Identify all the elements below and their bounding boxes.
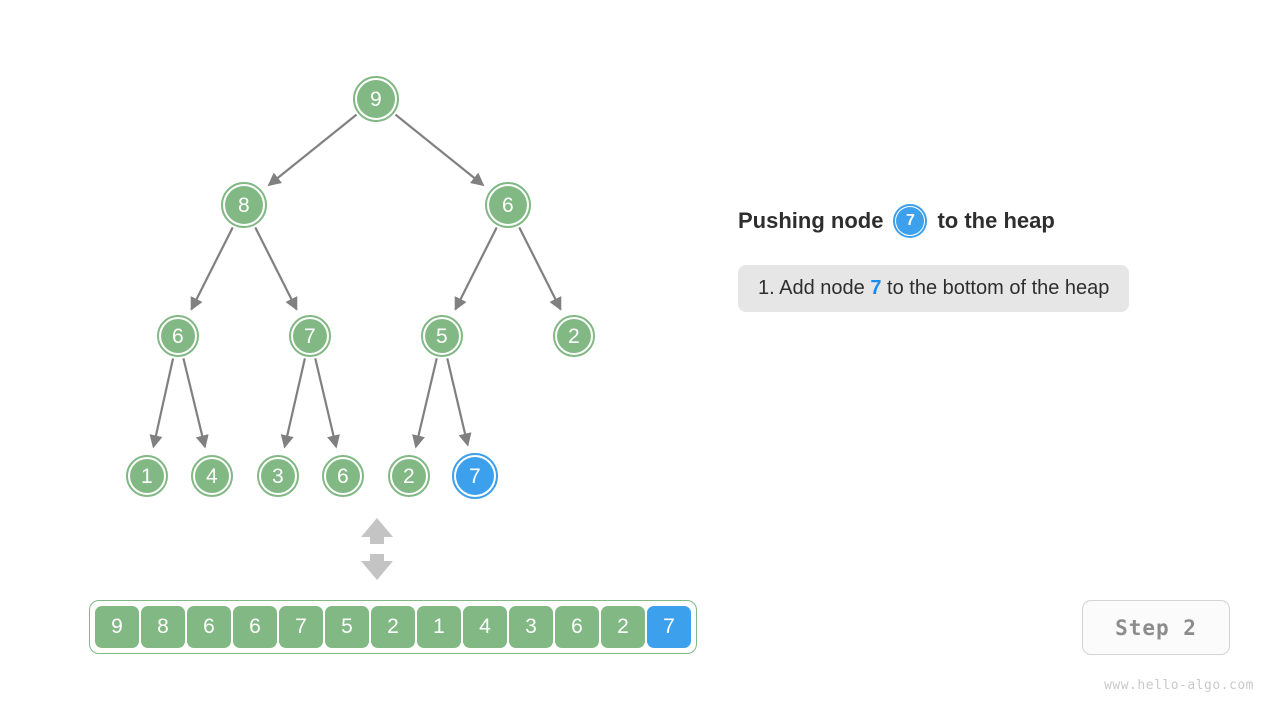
tree-node: 4 xyxy=(191,455,233,497)
tree-node: 1 xyxy=(126,455,168,497)
node-disc xyxy=(261,459,295,493)
node-ring xyxy=(289,315,331,357)
watermark-text: www.hello-algo.com xyxy=(1104,678,1254,693)
node-value: 1 xyxy=(141,464,153,488)
array-cell: 7 xyxy=(279,606,323,648)
node-value: 6 xyxy=(337,464,349,488)
tree-edge xyxy=(314,358,340,449)
node-ring xyxy=(191,455,233,497)
instruction-box: 1. Add node 7 to the bottom of the heap xyxy=(738,265,1130,312)
node-value: 8 xyxy=(238,193,250,217)
node-ring xyxy=(157,315,199,357)
node-value: 7 xyxy=(304,324,316,348)
node-disc xyxy=(357,80,395,118)
node-ring xyxy=(452,453,498,499)
array-cell: 4 xyxy=(463,606,507,648)
tree-node: 7 xyxy=(289,315,331,357)
node-disc xyxy=(392,459,426,493)
node-value: 7 xyxy=(469,464,481,488)
tree-edge xyxy=(182,358,209,449)
node-ring xyxy=(221,182,267,228)
tree-edge xyxy=(190,226,234,311)
instruction-highlight-value: 7 xyxy=(870,277,882,299)
node-ring xyxy=(893,204,928,238)
array-cell: 5 xyxy=(325,606,369,648)
watermark: www.hello-algo.com xyxy=(1104,678,1254,693)
step-badge: Step 2 xyxy=(1082,600,1230,655)
node-ring xyxy=(257,455,299,497)
node-value: 3 xyxy=(272,464,284,488)
node-ring xyxy=(388,455,430,497)
node-value: 2 xyxy=(568,324,580,348)
node-ring xyxy=(421,315,463,357)
tree-edge xyxy=(446,358,472,447)
array-cell: 9 xyxy=(95,606,139,648)
tree-edges xyxy=(149,113,562,449)
tree-node: 8 xyxy=(221,182,267,228)
tree-node: 3 xyxy=(257,455,299,497)
node-disc xyxy=(161,319,195,353)
node-ring xyxy=(553,315,595,357)
array-cell: 2 xyxy=(601,606,645,648)
array-cell: 6 xyxy=(233,606,277,648)
instruction-suffix: to the bottom of the heap xyxy=(887,277,1110,299)
array-cell: 6 xyxy=(555,606,599,648)
tree-edge xyxy=(267,113,358,187)
tree-edge xyxy=(454,226,498,311)
array-cell: 2 xyxy=(371,606,415,648)
node-value: 2 xyxy=(403,464,415,488)
tree-node: 9 xyxy=(353,76,399,122)
node-value: 7 xyxy=(906,212,915,229)
node-disc xyxy=(489,186,527,224)
array-cell: 1 xyxy=(417,606,461,648)
node-value: 4 xyxy=(206,464,218,488)
instruction-prefix: 1. Add node xyxy=(758,277,865,299)
tree-node: 7 xyxy=(452,453,498,499)
panel-heading: Pushing node 7 to the heap xyxy=(738,204,1238,238)
array-cell: 3 xyxy=(509,606,553,648)
tree-node: 6 xyxy=(157,315,199,357)
array-cell: 6 xyxy=(187,606,231,648)
tree-edge xyxy=(412,358,438,449)
node-disc xyxy=(557,319,591,353)
node-ring xyxy=(485,182,531,228)
tree-node: 2 xyxy=(553,315,595,357)
tree-edge xyxy=(394,113,485,187)
node-ring xyxy=(126,455,168,497)
node-disc xyxy=(326,459,360,493)
node-disc xyxy=(456,457,494,495)
node-ring xyxy=(322,455,364,497)
tree-node: 6 xyxy=(485,182,531,228)
node-disc xyxy=(225,186,263,224)
tree-node: 5 xyxy=(421,315,463,357)
array-cell: 8 xyxy=(141,606,185,648)
tree-node: 6 xyxy=(322,455,364,497)
node-disc xyxy=(896,207,925,235)
tree-edge xyxy=(149,358,175,449)
heading-suffix: to the heap xyxy=(937,208,1055,233)
heading-node-badge: 7 xyxy=(893,204,928,238)
node-ring xyxy=(353,76,399,122)
node-value: 9 xyxy=(370,87,382,111)
heading-prefix: Pushing node xyxy=(738,208,884,233)
node-disc xyxy=(425,319,459,353)
node-value: 5 xyxy=(436,324,448,348)
tree-edge xyxy=(280,358,306,449)
tree-edge xyxy=(518,226,562,311)
node-value: 6 xyxy=(502,193,514,217)
info-panel: Pushing node 7 to the heap 1. Add node 7… xyxy=(738,204,1238,312)
tree-node: 2 xyxy=(388,455,430,497)
step-badge-label: Step 2 xyxy=(1115,615,1197,640)
array-cell: 7 xyxy=(647,606,691,648)
up-down-arrow-icon xyxy=(361,518,393,580)
node-disc xyxy=(195,459,229,493)
tree-edge xyxy=(254,226,298,311)
node-disc xyxy=(293,319,327,353)
node-disc xyxy=(130,459,164,493)
node-value: 6 xyxy=(172,324,184,348)
